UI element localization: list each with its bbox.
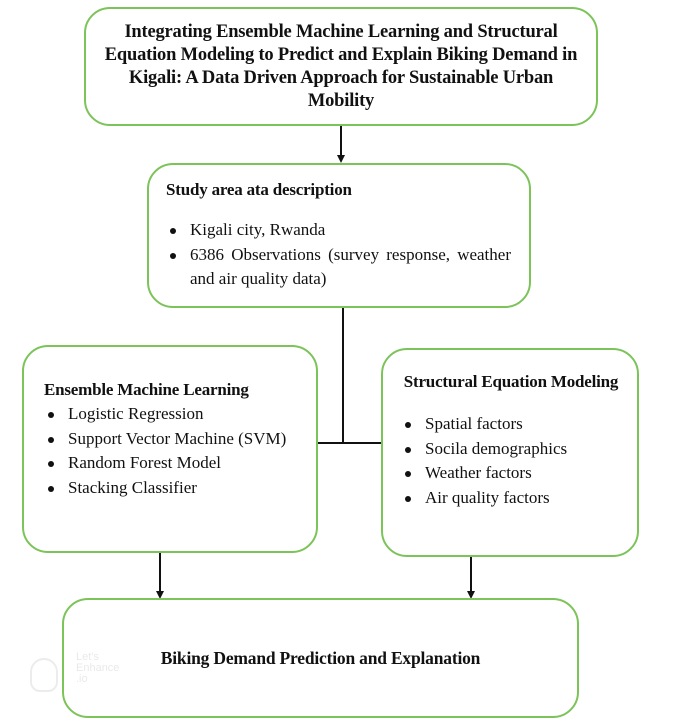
sem-list: Spatial factors Socila demographics Weat… [401,412,621,510]
arrowhead-output-right [467,591,475,599]
watermark-logo-icon [30,658,58,692]
output-box: Biking Demand Prediction and Explanation [62,598,579,718]
sem-item: Spatial factors [401,412,621,437]
study-area-heading: Study area ata description [166,180,352,199]
ensemble-ml-item: Logistic Regression [44,402,298,427]
sem-item: Air quality factors [401,486,621,511]
sem-item: Socila demographics [401,437,621,462]
connector-sem-to-output [470,557,472,591]
ensemble-ml-list: Logistic Regression Support Vector Machi… [44,402,298,500]
watermark-text: Let's Enhance .io [76,651,120,685]
connector-ml-to-output [159,553,161,591]
ensemble-ml-box: Ensemble Machine Learning Logistic Regre… [22,345,318,553]
study-area-item: Kigali city, Rwanda [166,218,511,243]
connector-title-to-study [340,126,342,155]
connector-study-to-branch [342,308,344,444]
study-area-box: Study area ata description Kigali city, … [147,163,531,308]
connector-branch-horizontal [318,442,381,444]
ensemble-ml-item: Random Forest Model [44,451,298,476]
title-box: Integrating Ensemble Machine Learning an… [84,7,598,126]
ensemble-ml-item: Support Vector Machine (SVM) [44,427,298,452]
output-text: Biking Demand Prediction and Explanation [160,648,481,668]
title-text: Integrating Ensemble Machine Learning an… [104,21,578,111]
arrowhead-study [337,155,345,163]
study-area-list: Kigali city, Rwanda 6386 Observations (s… [166,218,511,292]
ensemble-ml-item: Stacking Classifier [44,476,298,501]
sem-item: Weather factors [401,461,621,486]
sem-box: Structural Equation Modeling Spatial fac… [381,348,639,557]
study-area-item: 6386 Observations (survey response, weat… [166,243,511,292]
arrowhead-output-left [156,591,164,599]
watermark: Let's Enhance .io [30,652,119,702]
ensemble-ml-heading: Ensemble Machine Learning [44,380,249,399]
sem-heading: Structural Equation Modeling [403,372,619,391]
